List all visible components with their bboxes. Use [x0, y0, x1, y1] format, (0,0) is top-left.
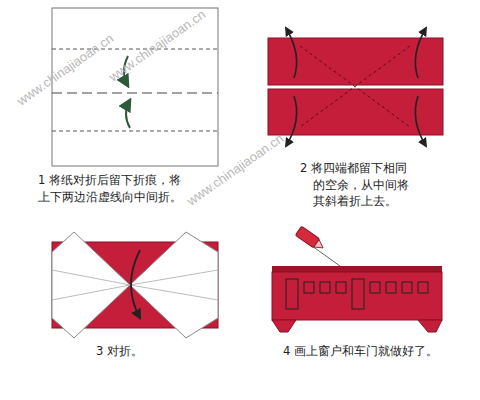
caption-box: 1 将纸对折后留下折痕，将 上下两边沿虚线向中间折。: [38, 172, 220, 205]
caption-box: 4 画上窗户和车门就做好了。: [283, 343, 463, 360]
caption-box: 2 将四端都留下相同 的空余，从中间将 其斜着折上去。: [300, 160, 424, 210]
step-caption: 1 将纸对折后留下折痕，将 上下两边沿虚线向中间折。: [38, 172, 220, 205]
step-caption: 3 对折。: [96, 343, 216, 360]
step1-paper: [52, 8, 218, 166]
caption-box: 3 对折。: [96, 343, 216, 360]
step-caption: 4 画上窗户和车门就做好了。: [283, 343, 463, 360]
step-caption: 2 将四端都留下相同 的空余，从中间将 其斜着折上去。: [300, 160, 424, 210]
step4-bus: [272, 226, 442, 332]
step2-paper: [268, 28, 443, 146]
step3-paper: [52, 232, 218, 338]
